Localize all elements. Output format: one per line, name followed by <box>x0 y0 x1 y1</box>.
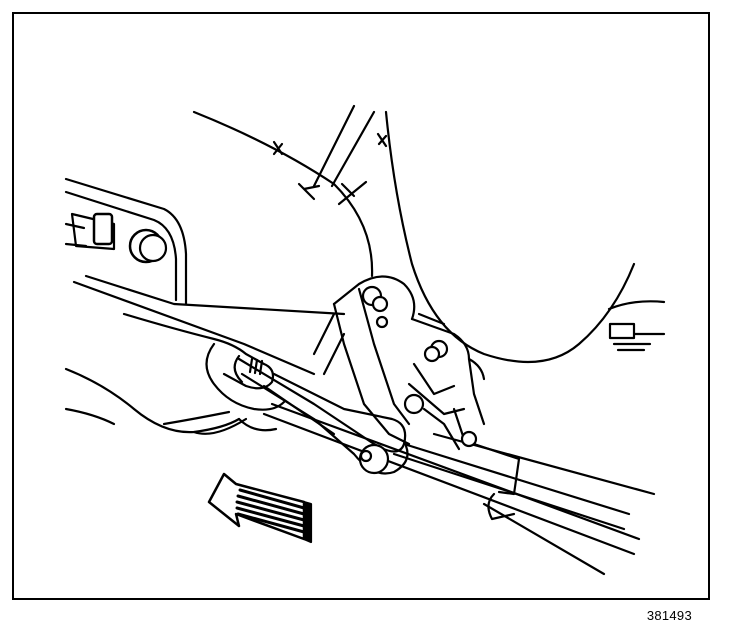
seat-cushion <box>64 177 346 376</box>
figure-number: 381493 <box>646 608 692 623</box>
direction-arrow-icon <box>207 472 313 544</box>
hand <box>64 312 286 435</box>
recliner-lever <box>237 357 409 475</box>
recliner-mechanism <box>312 275 486 451</box>
seat-adjuster-illustration <box>64 104 666 576</box>
seat-adjuster-track <box>262 402 656 576</box>
seatback-trim <box>192 104 636 364</box>
floor-trim <box>607 300 666 352</box>
figure-frame <box>12 12 710 600</box>
